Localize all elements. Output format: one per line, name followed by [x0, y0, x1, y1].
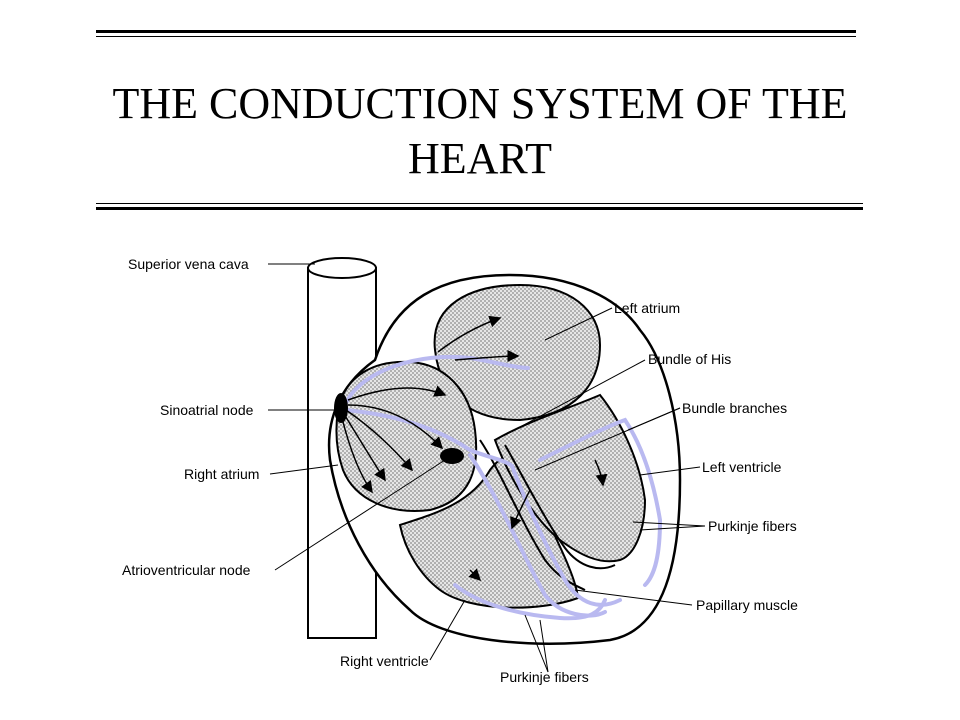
title-rule-bottom-thin: [96, 203, 863, 204]
title-rule-top-thick: [96, 30, 856, 33]
right-atrium-shape: [335, 360, 478, 512]
title-rule-top-thin: [96, 36, 856, 37]
left-ventricle-shape: [493, 393, 647, 563]
label-superior-vena-cava: Superior vena cava: [128, 256, 249, 272]
label-bundle-branches: Bundle branches: [682, 400, 787, 416]
label-papillary-muscle: Papillary muscle: [696, 597, 798, 613]
label-right-ventricle: Right ventricle: [340, 653, 429, 669]
label-bundle-of-his: Bundle of His: [648, 351, 731, 367]
label-purkinje-fibers-bottom: Purkinje fibers: [500, 669, 589, 685]
label-sinoatrial-node: Sinoatrial node: [160, 402, 254, 418]
leader-lines: [268, 263, 706, 673]
label-left-atrium: Left atrium: [614, 300, 680, 316]
label-purkinje-fibers-right: Purkinje fibers: [708, 518, 797, 534]
conduction-pathway: [343, 354, 663, 621]
interventricular-septum: [479, 439, 586, 591]
label-right-atrium: Right atrium: [184, 466, 259, 482]
page-title: THE CONDUCTION SYSTEM OF THE HEART: [112, 79, 848, 183]
title-rule-bottom-thick: [96, 207, 863, 210]
impulse-arrows: [341, 315, 608, 582]
label-atrioventricular-node: Atrioventricular node: [122, 562, 251, 578]
label-left-ventricle: Left ventricle: [702, 459, 782, 475]
atrioventricular-node-shape: [440, 448, 464, 464]
